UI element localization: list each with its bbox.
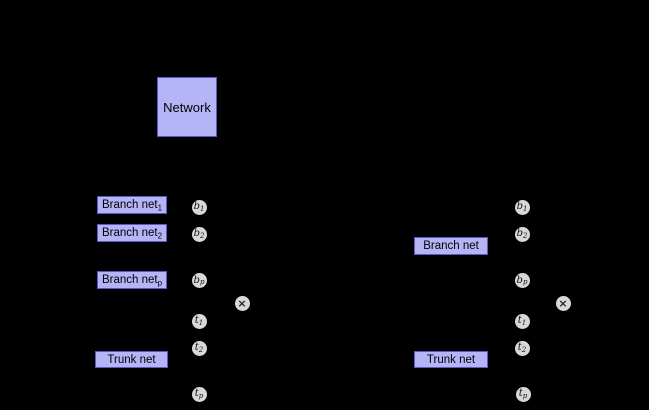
node-sub-bp: p bbox=[199, 278, 205, 286]
unstacked-trunk-net-box: Trunk net bbox=[414, 351, 488, 368]
node-sub-tp: p bbox=[522, 391, 528, 400]
node-sub-t1: 1 bbox=[521, 318, 527, 327]
node-label-b1: b bbox=[193, 201, 200, 212]
unstacked-trunk-net-label: Trunk net bbox=[426, 353, 476, 366]
node-label-b2: b bbox=[193, 228, 200, 239]
node-sub-b1: 1 bbox=[522, 204, 528, 213]
node-sub-bp: p bbox=[522, 278, 528, 286]
network-box: Network bbox=[157, 77, 217, 137]
node-label-bp: b bbox=[193, 274, 200, 286]
unstacked-branch-net-box: Branch net bbox=[414, 237, 488, 255]
node-sub-b1: 1 bbox=[199, 204, 205, 213]
node-sub-tp: p bbox=[198, 391, 204, 400]
stacked-multiply-icon: × bbox=[234, 295, 250, 311]
stacked-trunk-net-box: Trunk net bbox=[95, 351, 168, 368]
node-label-t2: t bbox=[194, 342, 199, 353]
stacked-branch-net-1-sub: 1 bbox=[157, 203, 163, 212]
node-label-t1: t bbox=[194, 315, 199, 326]
node-sub-t2: 2 bbox=[198, 345, 204, 354]
stacked-branch-net-2-sub: 2 bbox=[157, 231, 163, 240]
stacked-branch-net-1-label: Branch net bbox=[101, 199, 158, 211]
node-sub-t1: 1 bbox=[198, 318, 204, 327]
node-label-tp: t bbox=[518, 388, 523, 399]
node-sub-b2: 2 bbox=[199, 231, 205, 240]
stacked-branch-net-p-sub: p bbox=[157, 278, 163, 287]
multiply-glyph: × bbox=[237, 296, 247, 310]
node-sub-t2: 2 bbox=[521, 345, 527, 354]
unstacked-branch-net-label: Branch net bbox=[423, 240, 479, 252]
node-label-bp: b bbox=[516, 274, 523, 286]
node-label-tp: t bbox=[194, 388, 199, 399]
unstacked-multiply-icon: × bbox=[555, 296, 571, 311]
node-label-b2: b bbox=[516, 228, 523, 239]
stacked-branch-net-2-label: Branch net bbox=[101, 227, 158, 239]
network-box-label: Network bbox=[163, 99, 211, 115]
node-label-t1: t bbox=[517, 315, 522, 326]
stacked-branch-net-p-label: Branch net bbox=[101, 274, 158, 286]
stacked-trunk-net-label: Trunk net bbox=[107, 353, 156, 366]
node-label-t2: t bbox=[517, 342, 522, 353]
multiply-glyph: × bbox=[558, 297, 568, 310]
node-label-b1: b bbox=[516, 201, 523, 212]
node-sub-b2: 2 bbox=[522, 231, 528, 240]
